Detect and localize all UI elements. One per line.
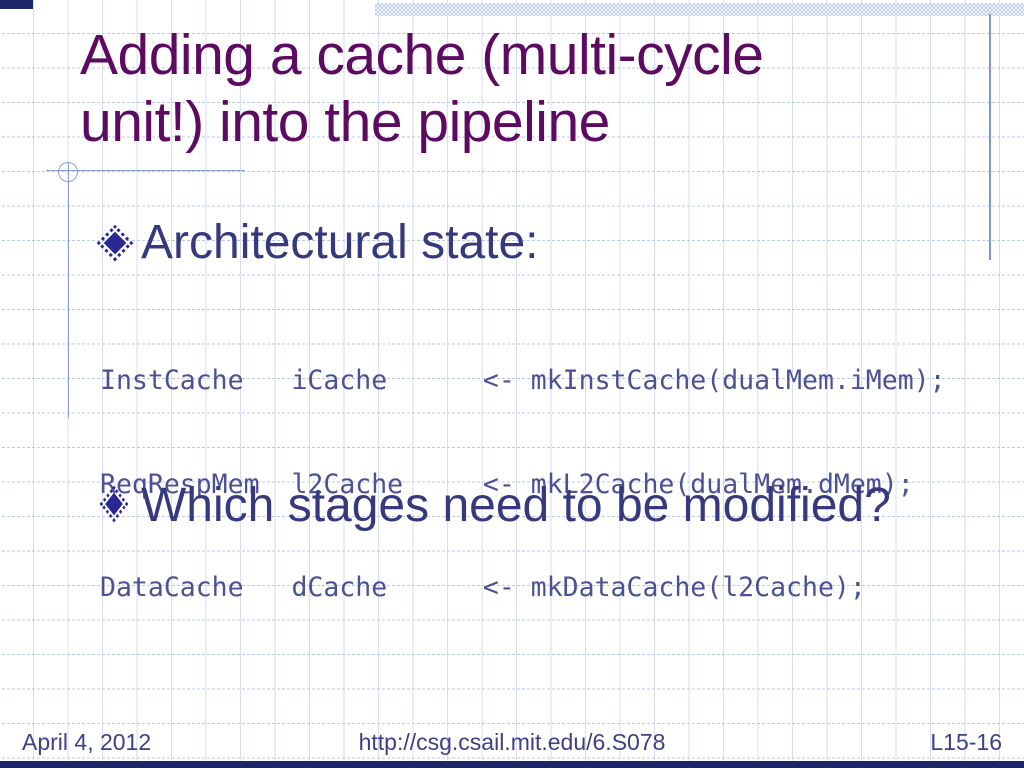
bottom-navy-bar [0,761,1024,768]
left-vertical-rule [68,162,69,418]
bullet-which-stages: Which stages need to be modified? [141,479,891,532]
top-texture-band [375,3,1024,16]
diamond-bullet-icon [96,224,134,262]
code-block: InstCache iCache <- mkInstCache(dualMem.… [100,295,946,675]
slide-title-line1: Adding a cache (multi-cycle [80,23,764,87]
footer-date: April 4, 2012 [22,729,152,755]
right-vertical-rule [989,14,991,260]
footer-url-link[interactable]: http://csg.csail.mit.edu/6.S078 [358,729,666,755]
top-left-navy-chip [0,0,33,9]
circle-ornament [58,162,78,182]
code-line: InstCache iCache <- mkInstCache(dualMem.… [100,365,946,396]
code-line: DataCache dCache <- mkDataCache(l2Cache)… [100,572,866,603]
bullet-architectural-state: Architectural state: [141,216,539,269]
title-underline-rule [46,170,245,171]
slide-title-line2: unit!) into the pipeline [80,90,610,154]
code-line: ReqRespMem l2Cache <- mkL2Cache(dualMem.… [100,468,914,500]
slide-footer: April 4, 2012 http://csg.csail.mit.edu/6… [0,729,1024,760]
footer-slide-number: L15-16 [930,729,1002,755]
slide-title: Adding a cache (multi-cycle unit!) into … [80,22,980,156]
